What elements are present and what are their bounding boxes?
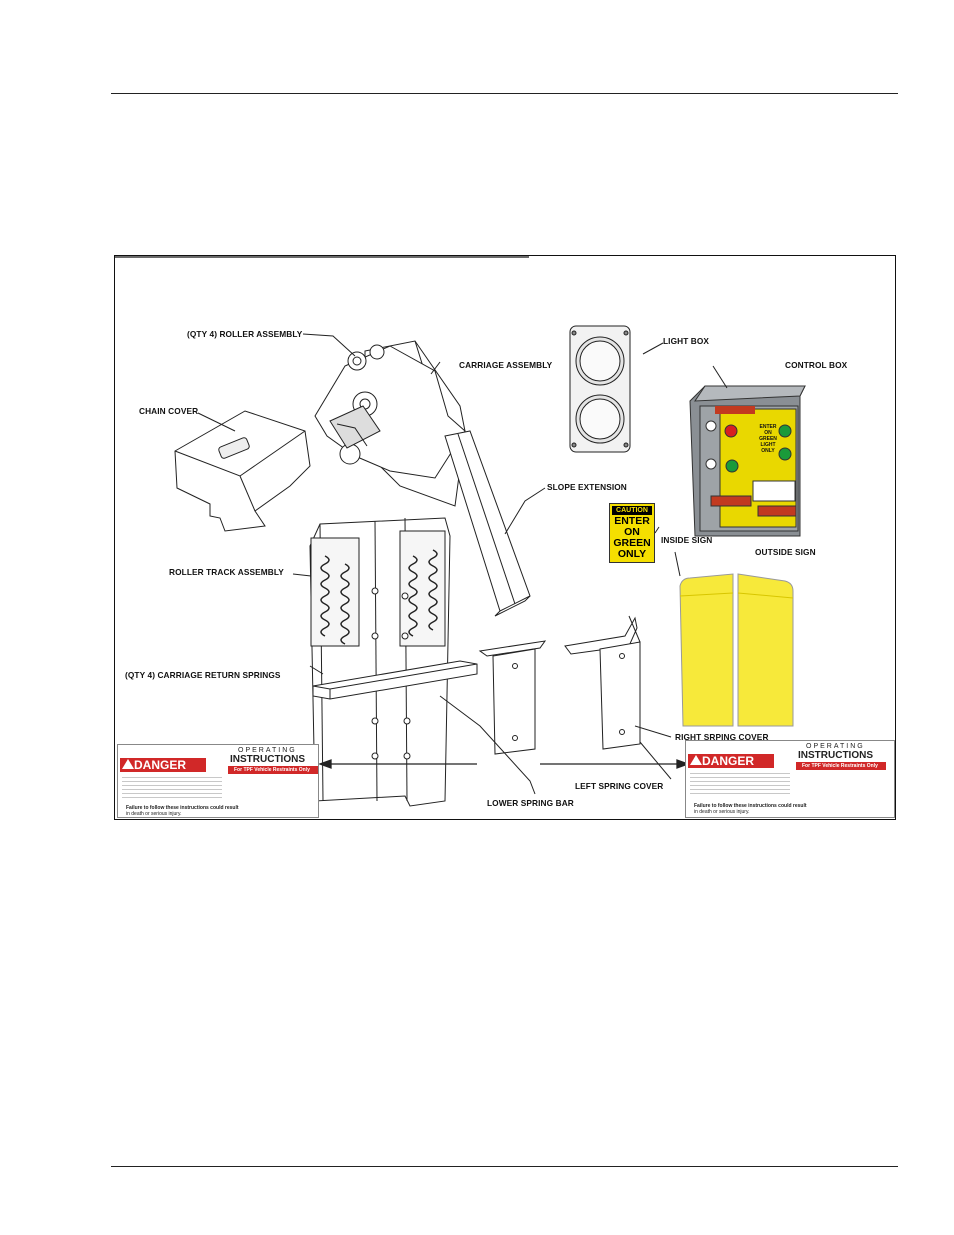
- chain-cover-part: [174, 410, 311, 532]
- light-box-part: [569, 325, 631, 453]
- inside-sign-line: GREEN: [613, 537, 651, 549]
- control-box-line: ONLY: [761, 448, 775, 454]
- slope-extension-part: [444, 430, 531, 617]
- inside-sign-line: ENTER: [614, 515, 650, 527]
- label-control-box: CONTROL BOX: [785, 360, 848, 370]
- parts-drawing: [115, 256, 806, 807]
- control-box-line: ENTER: [759, 424, 777, 430]
- label-roller-track-assembly: ROLLER TRACK ASSEMBLY: [169, 567, 284, 577]
- control-box-line: GREEN: [759, 436, 777, 442]
- instructions-heading: INSTRUCTIONS: [798, 750, 873, 761]
- label-inside-sign: INSIDE SIGN: [661, 535, 713, 545]
- carriage-assembly-part: [314, 340, 466, 507]
- operating-heading: OPERATING: [238, 747, 297, 754]
- outside-sign-part: [679, 573, 794, 727]
- for-line: For TPF Vehicle Restraints Only: [802, 763, 878, 769]
- lower-spring-bar-part: [312, 660, 478, 700]
- failure-warning-1: Failure to follow these instructions cou…: [126, 805, 239, 811]
- exploded-parts-diagram: (QTY 4) ROLLER ASSEMBLY CARRIAGE ASSEMBL…: [114, 255, 896, 820]
- header-rule: [111, 93, 898, 94]
- failure-warning-2: in death or serious injury.: [126, 811, 182, 817]
- label-carriage-return-springs: (QTY 4) CARRIAGE RETURN SPRINGS: [125, 670, 281, 680]
- control-box-line: LIGHT: [760, 442, 776, 448]
- inside-sign-line: ONLY: [617, 548, 647, 560]
- label-lower-spring-bar: LOWER SPRING BAR: [487, 798, 574, 808]
- label-outside-sign: OUTSIDE SIGN: [755, 547, 816, 557]
- warning-triangle-icon: [122, 759, 134, 769]
- scale-arrow: [318, 759, 690, 769]
- danger-heading: DANGER: [134, 758, 187, 772]
- operating-label-right: DANGER OPERATING INSTRUCTIONS For TPF Ve…: [685, 740, 895, 818]
- operating-heading: OPERATING: [806, 743, 865, 750]
- control-box-part: [689, 385, 806, 537]
- leader-lines: [197, 333, 728, 795]
- inside-sign-caution: CAUTION: [612, 506, 652, 515]
- label-light-box: LIGHT BOX: [663, 336, 710, 346]
- inside-sign-line: ON: [624, 526, 640, 538]
- left-spring-cover-part: [478, 640, 547, 755]
- for-line: For TPF Vehicle Restraints Only: [234, 767, 310, 773]
- control-box-face-text: ENTER ON GREEN LIGHT ONLY: [753, 424, 783, 454]
- label-left-spring-cover: LEFT SPRING COVER: [575, 781, 664, 791]
- footer-rule: [111, 1166, 898, 1167]
- danger-heading: DANGER: [702, 754, 755, 768]
- warning-triangle-icon: [690, 755, 702, 765]
- inside-sign: CAUTION ENTER ON GREEN ONLY: [609, 503, 655, 563]
- label-slope-extension: SLOPE EXTENSION: [547, 482, 627, 492]
- failure-warning-1: Failure to follow these instructions cou…: [694, 803, 807, 809]
- right-spring-cover-part: [564, 615, 641, 750]
- label-right-spring-cover: RIGHT SRPING COVER: [675, 732, 769, 742]
- roller-track-assembly-part: [309, 517, 451, 807]
- operating-label-left: DANGER OPERATING INSTRUCTIONS For TPF Ve…: [117, 744, 319, 818]
- instructions-heading: INSTRUCTIONS: [230, 754, 305, 765]
- label-chain-cover: CHAIN COVER: [139, 406, 199, 416]
- label-roller-assembly: (QTY 4) ROLLER ASSEMBLY: [187, 329, 303, 339]
- label-carriage-assembly: CARRIAGE ASSEMBLY: [459, 360, 553, 370]
- control-box-line: ON: [764, 430, 772, 436]
- failure-warning-2: in death or serious injury.: [694, 809, 750, 815]
